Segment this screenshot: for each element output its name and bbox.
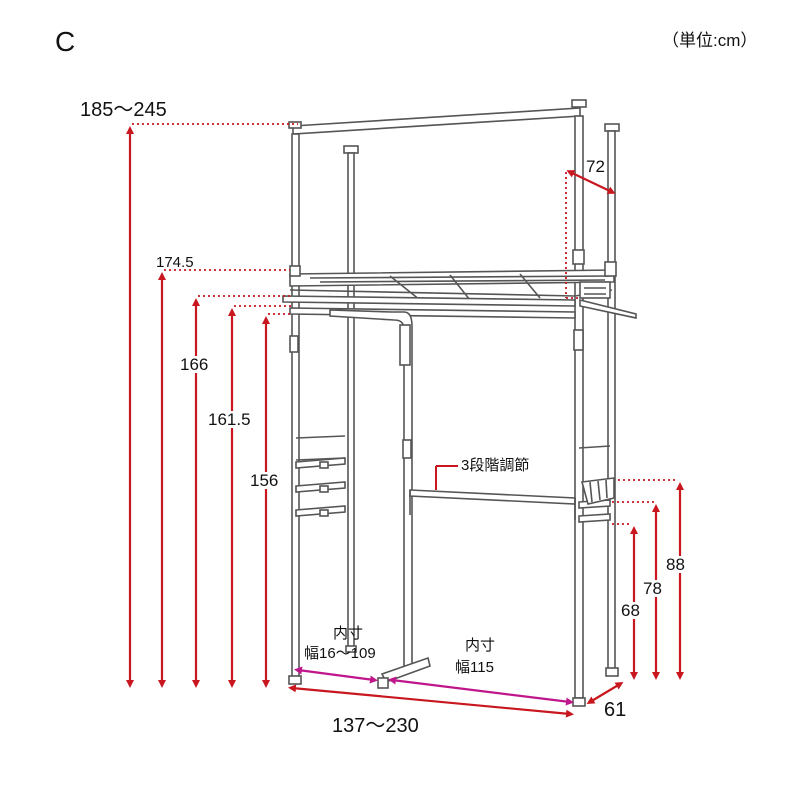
inner-width-dimensions <box>294 666 574 706</box>
right-rail-2 <box>578 513 611 523</box>
pole-back-left <box>347 152 355 649</box>
adjust-note-label: 3段階調節 <box>461 457 530 474</box>
pole-front-right <box>574 115 584 699</box>
foot-front-right <box>572 697 586 707</box>
height-dimensions <box>126 123 684 718</box>
shelf-lower-edge <box>289 289 613 297</box>
shelf-height-label: 174.5 <box>156 254 194 271</box>
upper-hang-bar <box>282 295 576 307</box>
upper-bar-height-label: 166 <box>180 355 209 374</box>
hanger-bar-height-label: 161.5 <box>208 410 251 429</box>
dim-base-depth-line <box>586 681 624 705</box>
variant-label: C <box>55 26 76 57</box>
lower-bar-height-label: 156 <box>250 471 279 490</box>
side-68-label: 68 <box>621 601 640 620</box>
top-crossbar <box>292 107 581 135</box>
base-depth-label: 61 <box>604 699 627 721</box>
depth-top-label: 72 <box>586 157 605 176</box>
inner-left-title: 内寸 <box>332 625 363 642</box>
dim-total-width-line <box>288 684 574 718</box>
inner-right-width: 幅115 <box>455 659 494 676</box>
side-hanger-arm <box>579 298 637 319</box>
foot-back-left <box>345 645 357 653</box>
rack-frame <box>282 99 637 707</box>
middle-rail <box>409 489 576 505</box>
foot-front-left <box>288 675 302 685</box>
dim-inner-left-line <box>294 666 378 684</box>
pole-front-left <box>291 133 300 679</box>
top-cap-back-left <box>343 145 359 154</box>
inner-right-title: 内寸 <box>464 637 495 654</box>
inner-left-width: 幅16～109 <box>304 645 376 662</box>
overall-height-label: 185～245 <box>80 99 167 121</box>
top-cap-right <box>571 99 587 108</box>
side-88-label: 88 <box>666 555 685 574</box>
total-width-label: 137～230 <box>332 715 419 737</box>
unit-label: （単位:cm） <box>662 31 758 50</box>
dim-depth-top-line <box>566 170 616 194</box>
pole-back-right <box>607 130 616 672</box>
top-cap-left <box>288 121 302 129</box>
foot-back-right <box>605 667 619 677</box>
center-divider <box>329 309 413 669</box>
top-cap-back-right <box>604 123 620 132</box>
dim-inner-right-line <box>388 676 574 706</box>
side-78-label: 78 <box>643 579 662 598</box>
